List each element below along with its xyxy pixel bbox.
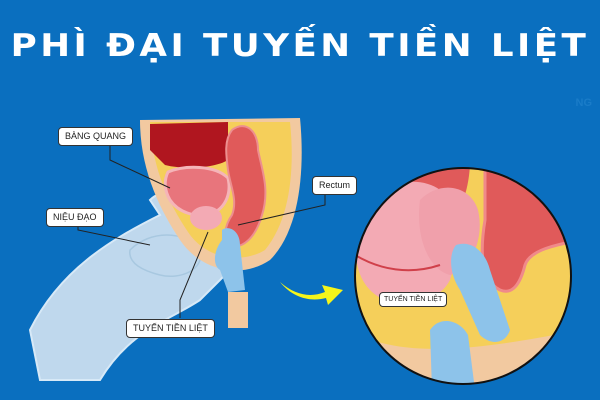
label-urethra: NIỆU ĐẠO <box>46 208 104 227</box>
label-bladder: BÀNG QUANG <box>58 127 134 146</box>
wrist <box>228 292 248 328</box>
glove <box>214 228 245 292</box>
magnified-view <box>355 168 571 384</box>
label-prostate: TUYẾN TIỀN LIỆT <box>126 319 215 338</box>
watermark: NG <box>575 97 593 109</box>
page-title: PHÌ ĐẠI TUYẾN TIỀN LIỆT <box>10 28 590 64</box>
arrow-icon <box>280 282 343 305</box>
label-prostate-zoom: TUYẾN TIỀN LIỆT <box>379 292 448 307</box>
prostate <box>190 206 222 230</box>
bladder-dome <box>150 122 228 168</box>
label-rectum: Rectum <box>312 176 358 195</box>
